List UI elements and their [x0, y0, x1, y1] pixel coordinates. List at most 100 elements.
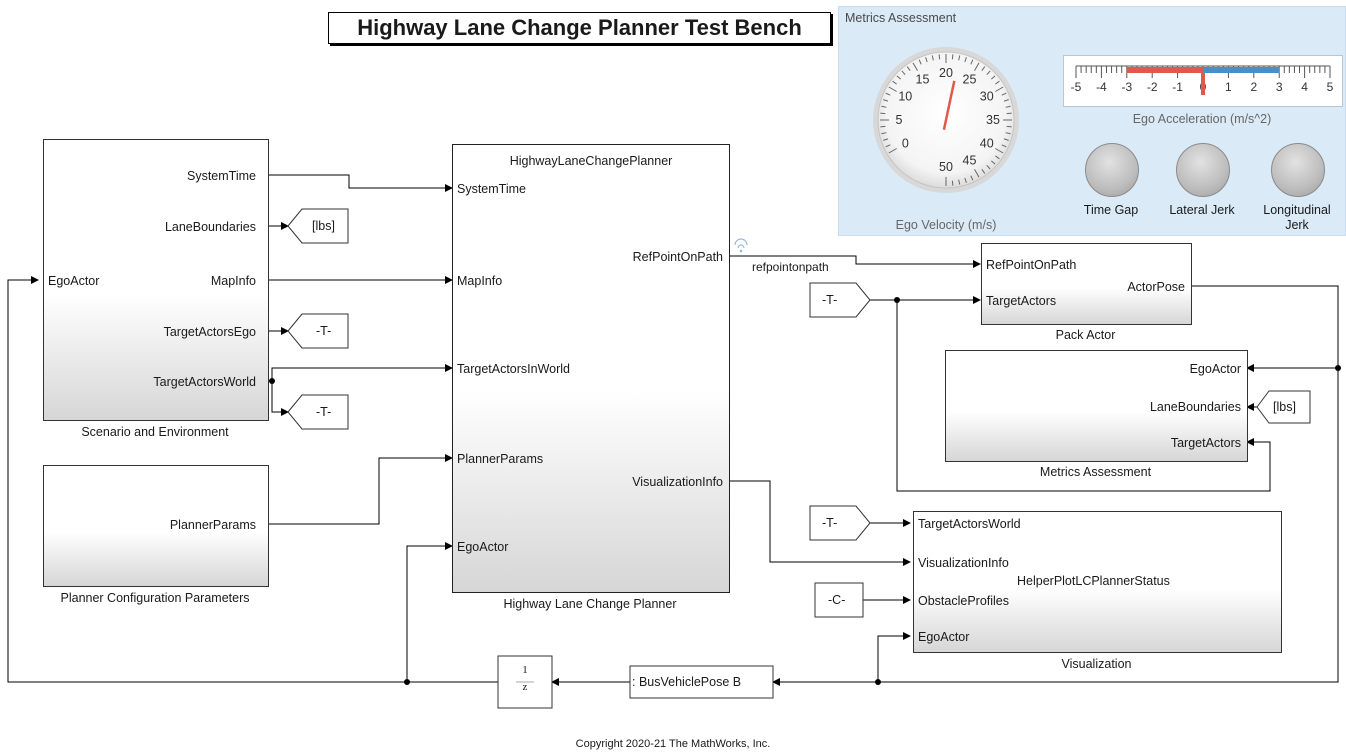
- pack-actor-output-actorpose: ActorPose: [1127, 280, 1185, 294]
- planner-config-block[interactable]: PlannerParams: [43, 465, 269, 587]
- tag-label-t-from-pack: -T-: [822, 293, 838, 307]
- vis-input-targetactorsworld: TargetActorsWorld: [918, 517, 1021, 531]
- wire-label-refpointonpath: refpointonpath: [752, 260, 829, 274]
- accel-tick-label: -5: [1071, 80, 1082, 94]
- vis-input-obstacleprofiles: ObstacleProfiles: [918, 594, 1010, 608]
- scenario-environment-block[interactable]: EgoActor SystemTime LaneBoundaries MapIn…: [43, 139, 269, 421]
- velocity-tick: [995, 86, 1004, 92]
- accel-tick-label: -1: [1172, 80, 1183, 94]
- velocity-tick: [918, 59, 922, 65]
- accel-tick-label: 2: [1250, 80, 1257, 94]
- velocity-tick-label: 15: [916, 72, 930, 86]
- velocity-tick: [951, 54, 954, 60]
- velocity-tick: [1001, 92, 1007, 96]
- lateral-jerk-lamp: [1176, 143, 1230, 197]
- planner-config-output: PlannerParams: [169, 518, 256, 532]
- velocity-tick-label: 20: [939, 66, 953, 80]
- vis-input-visualizationinfo: VisualizationInfo: [918, 556, 1009, 570]
- velocity-tick-label: 30: [980, 90, 994, 104]
- longitudinal-jerk-label: Longitudinal Jerk: [1263, 203, 1331, 232]
- velocity-tick: [1005, 132, 1011, 135]
- accel-tick-label: 3: [1276, 80, 1283, 94]
- velocity-tick: [883, 138, 889, 141]
- tag-label-t-from-vis: -T-: [822, 516, 838, 530]
- velocity-tick: [986, 164, 991, 170]
- pack-actor-input-targetactors: TargetActors: [986, 294, 1057, 308]
- accel-tick-label: 5: [1327, 80, 1334, 94]
- velocity-tick: [896, 75, 902, 80]
- velocity-tick: [880, 112, 886, 115]
- time-gap-label: Time Gap: [1083, 203, 1139, 217]
- vis-input-egoactor: EgoActor: [918, 630, 970, 644]
- velocity-tick: [995, 155, 1000, 160]
- scenario-input-egoactor: EgoActor: [48, 274, 100, 288]
- accel-tick-label: -2: [1147, 80, 1158, 94]
- planner-input-plannerparams: PlannerParams: [457, 452, 544, 466]
- accel-tick-label: -4: [1096, 80, 1107, 94]
- acceleration-label: Ego Acceleration (m/s^2): [1132, 112, 1272, 126]
- unit-delay-den: z: [522, 681, 528, 693]
- scenario-output-targetactorsego: TargetActorsEgo: [163, 325, 256, 339]
- lateral-jerk-label: Lateral Jerk: [1169, 203, 1235, 217]
- velocity-tick: [1001, 144, 1007, 148]
- tag-label-lbs-from: [lbs]: [1273, 400, 1296, 414]
- visualization-caption: Visualization: [1061, 657, 1132, 671]
- signal-log-icon: [734, 238, 748, 249]
- velocity-tick: [906, 66, 911, 71]
- velocity-tick: [981, 66, 986, 71]
- velocity-tick: [990, 160, 996, 165]
- planner-caption: Highway Lane Change Planner: [503, 597, 677, 611]
- planner-header: HighwayLaneChangePlanner: [509, 154, 673, 168]
- ego-acceleration-gauge[interactable]: -5-4-3-2-1012345: [1063, 55, 1343, 107]
- accel-tick-label: 1: [1225, 80, 1232, 94]
- planner-output-visualizationinfo: VisualizationInfo: [632, 475, 723, 489]
- velocity-tick: [931, 55, 934, 61]
- velocity-tick: [888, 86, 897, 92]
- metrics-input-targetactors: TargetActors: [1170, 436, 1241, 450]
- copyright-notice: Copyright 2020-21 The MathWorks, Inc.: [575, 738, 771, 750]
- velocity-tick: [970, 59, 974, 65]
- velocity-tick: [986, 70, 991, 76]
- tag-label-lbs-goto: [lbs]: [312, 219, 335, 233]
- velocity-tick: [1005, 105, 1011, 108]
- pack-actor-caption: Pack Actor: [1055, 328, 1116, 342]
- velocity-tick: [885, 92, 891, 96]
- scenario-output-mapinfo: MapInfo: [210, 274, 256, 288]
- velocity-tick: [881, 105, 887, 108]
- unit-delay-label[interactable]: 1 z: [498, 662, 552, 696]
- velocity-tick-label: 40: [980, 137, 994, 151]
- diagram-title: Highway Lane Change Planner Test Bench: [328, 12, 831, 44]
- constant-c-label: -C-: [828, 593, 846, 607]
- unit-delay-num: 1: [522, 664, 528, 676]
- accel-tick-label: -3: [1121, 80, 1132, 94]
- velocity-tick: [1003, 99, 1009, 102]
- longitudinal-jerk-lamp: [1271, 143, 1325, 197]
- velocity-tick: [1006, 112, 1012, 115]
- velocity-tick: [901, 70, 906, 76]
- bus-vehicle-pose-label: : BusVehiclePose B: [632, 675, 742, 689]
- metrics-assessment-caption: Metrics Assessment: [1039, 465, 1152, 479]
- velocity-tick: [912, 62, 918, 71]
- pack-actor-input-refpointonpath: RefPointOnPath: [986, 258, 1077, 272]
- metrics-assessment-block[interactable]: EgoActor LaneBoundaries TargetActors: [945, 350, 1248, 462]
- scenario-output-systemtime: SystemTime: [187, 169, 256, 183]
- velocity-tick-label: 25: [963, 72, 977, 86]
- time-gap-lamp: [1085, 143, 1139, 197]
- planner-input-targetactorsinworld: TargetActorsInWorld: [457, 362, 571, 376]
- vis-header: HelperPlotLCPlannerStatus: [1017, 574, 1170, 588]
- visualization-block[interactable]: TargetActorsWorld VisualizationInfo Obst…: [913, 511, 1282, 653]
- velocity-tick: [892, 80, 897, 85]
- velocity-tick-label: 35: [986, 113, 1000, 127]
- velocity-tick: [881, 132, 887, 135]
- pack-actor-block[interactable]: RefPointOnPath TargetActors ActorPose: [981, 243, 1192, 325]
- velocity-tick: [883, 99, 889, 102]
- highway-lane-change-planner-block[interactable]: HighwayLaneChangePlanner SystemTime MapI…: [452, 144, 730, 593]
- velocity-tick: [981, 169, 986, 174]
- tag-label-t-goto-1: -T-: [316, 324, 332, 338]
- planner-input-mapinfo: MapInfo: [457, 274, 503, 288]
- dashboard-title: Metrics Assessment: [845, 11, 957, 25]
- velocity-tick: [974, 62, 980, 71]
- velocity-tick: [958, 179, 961, 185]
- scenario-environment-caption: Scenario and Environment: [81, 425, 229, 439]
